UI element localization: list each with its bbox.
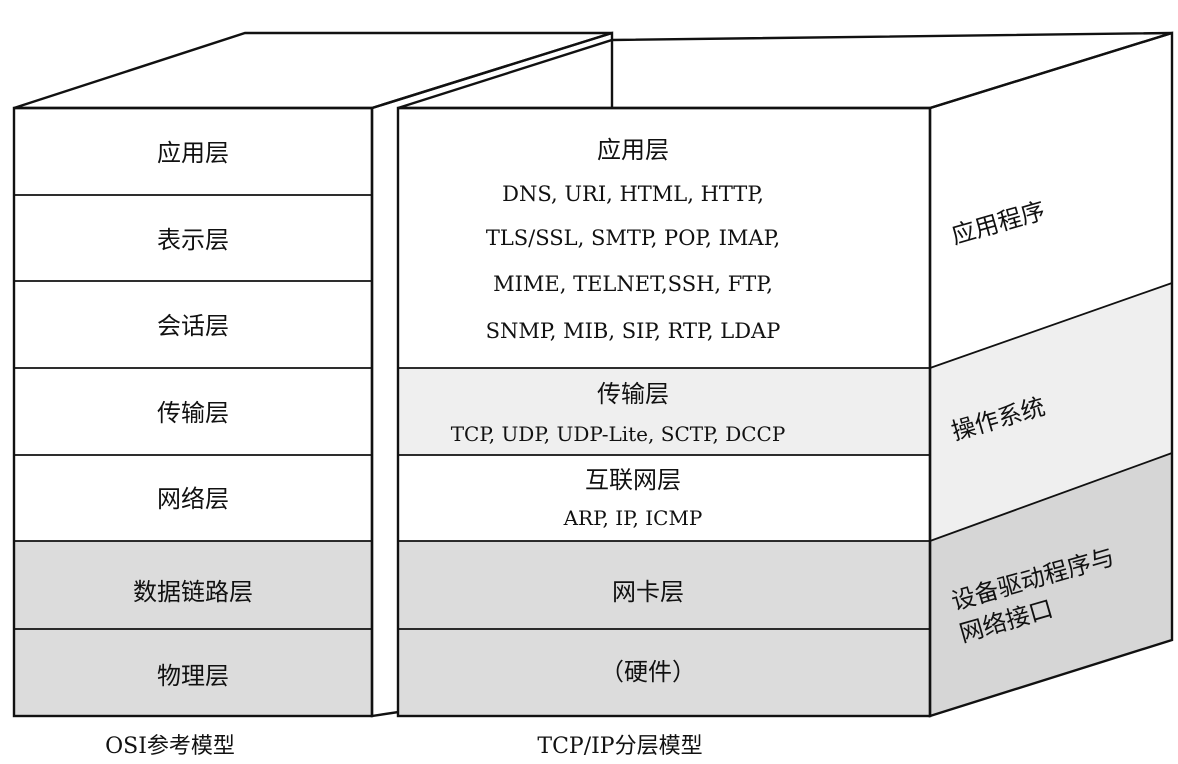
tcpip-application-protocols-line1: DNS, URI, HTML, HTTP, — [502, 182, 764, 206]
tcpip-side-divider-2 — [929, 452, 1173, 542]
tcpip-transport-title: 传输层 — [597, 380, 669, 408]
tcpip-front-transport — [398, 368, 930, 455]
osi-layer-session: 会话层 — [157, 312, 229, 340]
tcpip-application-title: 应用层 — [597, 136, 669, 164]
osi-layer-presentation: 表示层 — [157, 226, 229, 254]
tcpip-application-protocols-line4: SNMP, MIB, SIP, RTP, LDAP — [485, 319, 781, 343]
tcpip-side-driver — [930, 453, 1172, 716]
osi-layer-physical: 物理层 — [157, 662, 229, 690]
tcpip-front-outline — [396, 106, 932, 718]
osi-block — [12, 31, 614, 718]
osi-layer-network: 网络层 — [157, 485, 229, 513]
tcpip-caption: TCP/IP分层模型 — [537, 734, 703, 759]
osi-layer-transport: 传输层 — [157, 399, 229, 427]
tcpip-front-internet — [398, 455, 930, 541]
tcpip-application-protocols-line2: TLS/SSL, SMTP, POP, IMAP, — [485, 226, 781, 250]
osi-front-upper — [14, 108, 372, 541]
tcpip-block — [396, 31, 1174, 718]
osi-front-outline — [12, 106, 374, 718]
tcpip-application-protocols-line3: MIME, TELNET,SSH, FTP, — [493, 272, 773, 296]
tcpip-side-app — [930, 33, 1172, 368]
tcpip-transport-protocols: TCP, UDP, UDP-Lite, SCTP, DCCP — [450, 422, 786, 446]
osi-layer-application: 应用层 — [157, 139, 229, 167]
osi-layer-datalink: 数据链路层 — [133, 578, 253, 606]
tcpip-internet-title: 互联网层 — [585, 466, 681, 494]
tcpip-internet-protocols: ARP, IP, ICMP — [563, 506, 703, 530]
tcpip-front-app — [398, 108, 930, 368]
osi-top-face — [13, 31, 613, 110]
tcpip-hardware-title: （硬件） — [600, 658, 696, 686]
tcpip-nic-title: 网卡层 — [612, 578, 684, 606]
osi-caption: OSI参考模型 — [105, 734, 235, 759]
tcpip-side-divider-1 — [929, 282, 1173, 369]
